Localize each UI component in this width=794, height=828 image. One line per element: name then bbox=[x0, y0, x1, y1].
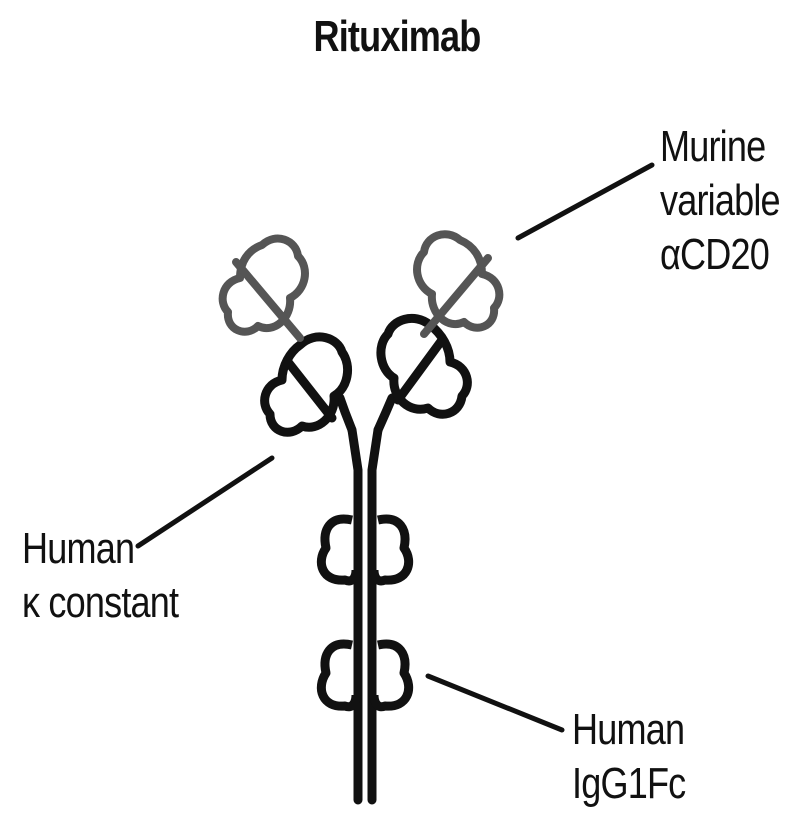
fc-domain-lower bbox=[321, 644, 408, 707]
left-constant-domain bbox=[265, 337, 352, 432]
label-fc-line-2: IgG1Fc bbox=[572, 757, 685, 811]
label-murine-line-2: variable bbox=[660, 174, 780, 228]
fc-domain-upper bbox=[321, 519, 408, 581]
label-murine-line-1: Murine bbox=[660, 120, 780, 174]
label-kappa-line-2: κ constant bbox=[22, 576, 178, 630]
label-murine-line-3: αCD20 bbox=[660, 228, 780, 282]
left-variable-domain bbox=[223, 239, 305, 338]
leader-line-fc bbox=[428, 676, 562, 730]
label-kappa-line-1: Human bbox=[22, 522, 178, 576]
label-human-kappa-constant: Human κ constant bbox=[22, 522, 178, 630]
label-murine-variable: Murine variable αCD20 bbox=[660, 120, 780, 282]
leader-line-murine bbox=[518, 165, 652, 238]
label-human-igg1fc: Human IgG1Fc bbox=[572, 703, 685, 811]
label-fc-line-1: Human bbox=[572, 703, 685, 757]
fc-stalk bbox=[352, 430, 378, 800]
